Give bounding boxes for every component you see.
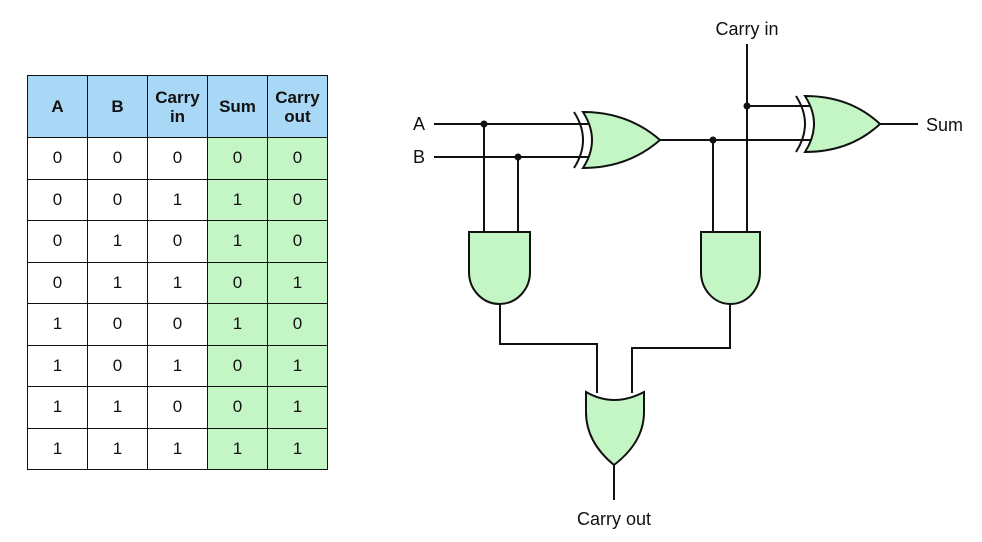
and-gate-2 <box>700 231 761 305</box>
or-gate <box>585 390 645 467</box>
header-a: A <box>27 75 88 138</box>
cell-carry-out: 0 <box>267 137 328 180</box>
cell-sum: 0 <box>207 344 268 387</box>
cell-b: 1 <box>87 386 148 429</box>
cell-carry-out: 1 <box>267 427 328 470</box>
header-sum: Sum <box>207 75 268 138</box>
junction-xor1 <box>709 136 717 144</box>
label-b: B <box>413 147 425 167</box>
cell-carry-in: 1 <box>147 427 208 470</box>
cell-a: 0 <box>27 178 88 221</box>
label-carry-out: Carry out <box>577 509 651 529</box>
cell-a: 0 <box>27 137 88 180</box>
cell-sum: 1 <box>207 178 268 221</box>
wires <box>434 44 918 500</box>
cell-a: 0 <box>27 220 88 263</box>
cell-sum: 1 <box>207 220 268 263</box>
cell-b: 0 <box>87 178 148 221</box>
and-gate-1 <box>468 231 531 305</box>
label-a: A <box>413 114 425 134</box>
cell-carry-in: 1 <box>147 261 208 304</box>
junctions <box>480 102 751 161</box>
cell-a: 1 <box>27 427 88 470</box>
cell-b: 1 <box>87 220 148 263</box>
junction-b <box>514 153 522 161</box>
cell-carry-out: 0 <box>267 303 328 346</box>
cell-a: 1 <box>27 386 88 429</box>
cell-sum: 0 <box>207 137 268 180</box>
xor-gate-2 <box>803 94 882 154</box>
wire-and2-to-or <box>631 304 731 393</box>
circuit-labels: A B Carry in Sum Carry out <box>413 19 963 529</box>
xor-gate-2-back <box>795 95 806 153</box>
label-sum: Sum <box>926 115 963 135</box>
junction-a <box>480 120 488 128</box>
label-carry-in: Carry in <box>715 19 778 39</box>
cell-sum: 0 <box>207 261 268 304</box>
cell-a: 1 <box>27 303 88 346</box>
cell-carry-out: 1 <box>267 261 328 304</box>
cell-sum: 1 <box>207 427 268 470</box>
xor-gate-1 <box>581 110 662 170</box>
junction-carry-in <box>743 102 751 110</box>
wire-and1-to-or <box>499 304 598 393</box>
xor-gate-1-back <box>573 111 584 169</box>
cell-b: 0 <box>87 344 148 387</box>
gates <box>468 94 882 467</box>
cell-sum: 1 <box>207 303 268 346</box>
cell-a: 0 <box>27 261 88 304</box>
cell-b: 1 <box>87 427 148 470</box>
cell-carry-in: 0 <box>147 137 208 180</box>
